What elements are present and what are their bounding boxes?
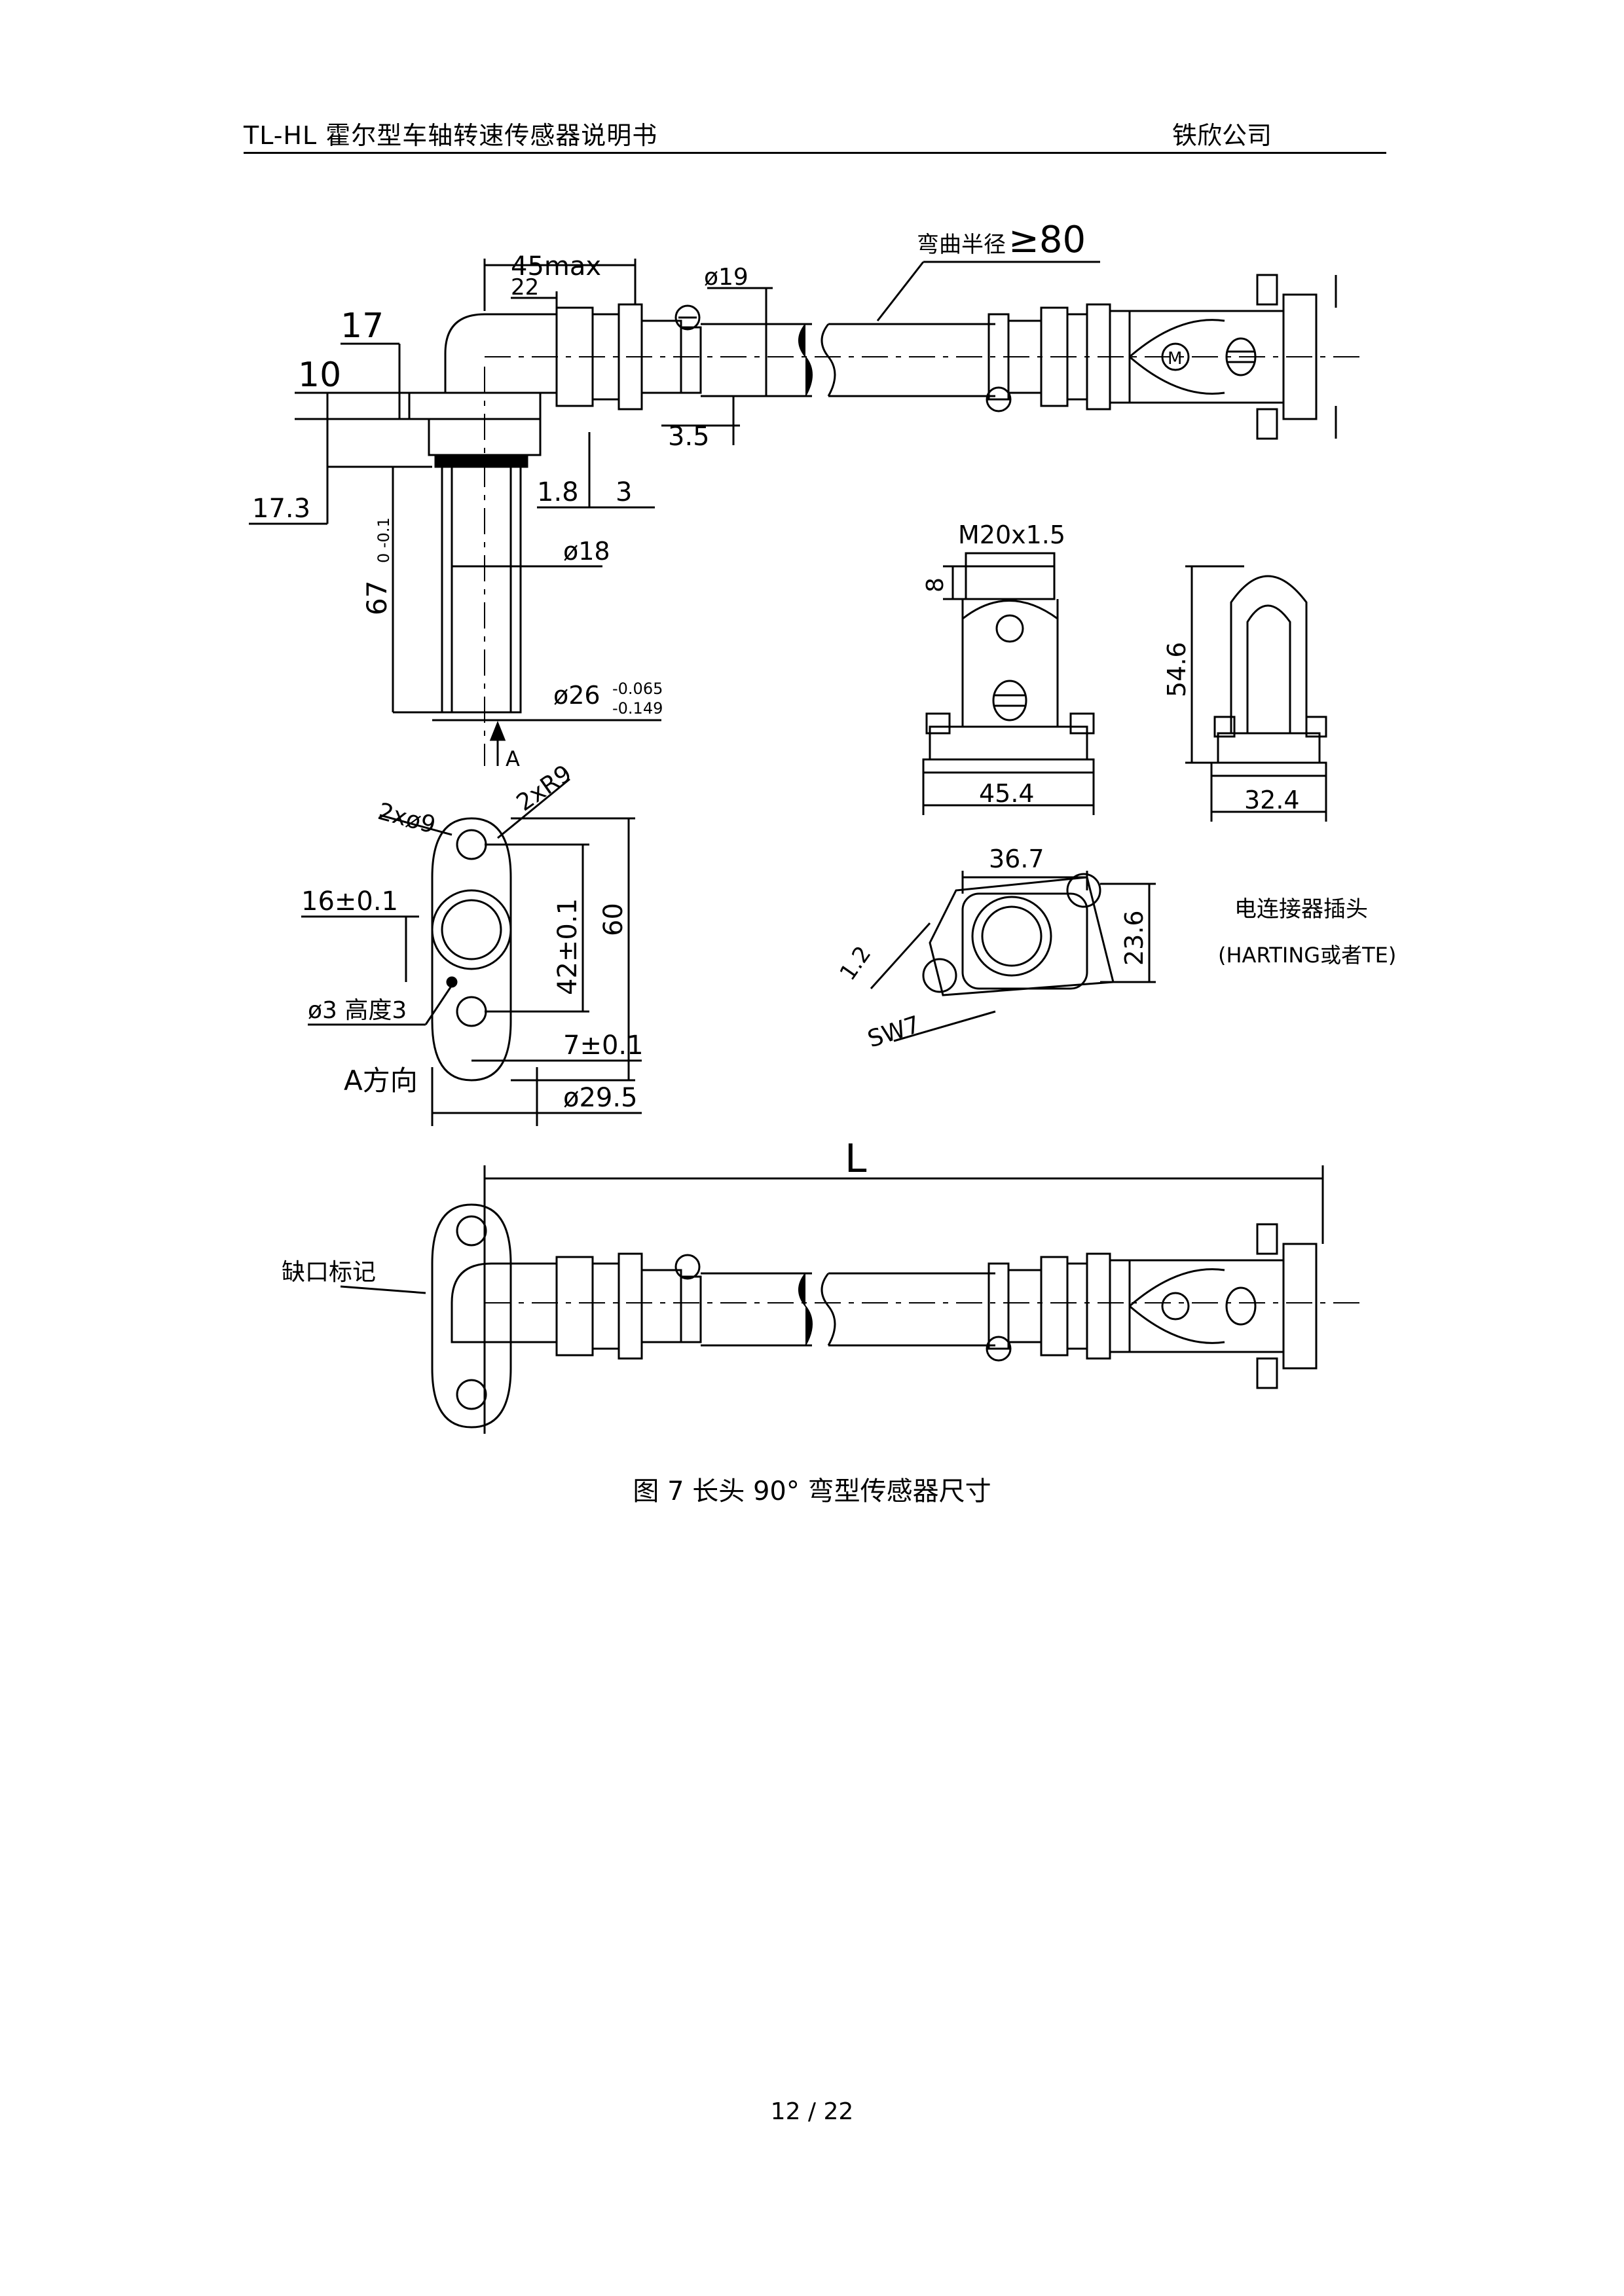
dim-36-7: 36.7 — [989, 845, 1044, 873]
dim-2x-r9: 2xR9 — [512, 760, 577, 816]
arrow-a-label: A — [506, 746, 520, 771]
header-rule — [244, 152, 1386, 154]
svg-text:M: M — [1168, 349, 1182, 369]
flange-view-a — [301, 778, 642, 1126]
connector-front-view — [922, 552, 1095, 815]
dim-42: 42±0.1 — [553, 898, 583, 995]
dim-phi18: ø18 — [563, 537, 610, 566]
dim-17-3: 17.3 — [252, 494, 310, 524]
thread-m20: M20x1.5 — [958, 520, 1065, 549]
dim-3: 3 — [616, 477, 632, 507]
page-number: 12 / 22 — [770, 2098, 854, 2125]
notch-mark-label: 缺口标记 — [282, 1259, 376, 1286]
dim-10: 10 — [298, 355, 341, 395]
dim-7: 7±0.1 — [563, 1030, 644, 1061]
connector-type: (HARTING或者TE) — [1218, 943, 1396, 968]
dim-45max: 45max — [511, 251, 601, 282]
dim-2x-phi9: 2xø9 — [375, 798, 439, 839]
connector-label: 电连接器插头 — [1234, 896, 1368, 922]
dim-32-4: 32.4 — [1244, 786, 1300, 814]
dim-16: 16±0.1 — [301, 886, 398, 917]
dim-54-6: 54.6 — [1162, 642, 1191, 697]
view-a-label: A方向 — [344, 1065, 418, 1097]
bottom-assembly-view — [340, 1165, 1362, 1434]
wrench-sw7: SW7 — [864, 1011, 923, 1053]
dim-8: 8 — [922, 577, 949, 592]
dim-l: L — [845, 1136, 867, 1182]
header-company: 铁欣公司 — [1172, 121, 1272, 150]
dim-3-5: 3.5 — [668, 422, 710, 452]
dim-1-8: 1.8 — [537, 477, 579, 507]
bend-label: 弯曲半径 — [917, 232, 1006, 258]
dim-67: 67 — [361, 581, 393, 615]
hole-phi3: ø3 高度3 — [308, 997, 407, 1024]
dim-23-6: 23.6 — [1120, 910, 1149, 966]
dim-phi26-upper: -0.065 — [612, 680, 663, 698]
dim-phi19: ø19 — [704, 264, 748, 291]
dim-1-2: 1.2 — [835, 941, 877, 985]
top-side-view: M — [249, 259, 1362, 766]
dim-17: 17 — [341, 306, 384, 346]
figure-caption: 图 7 长头 90° 弯型传感器尺寸 — [633, 1476, 991, 1506]
header-title: TL-HL 霍尔型车轴转速传感器说明书 — [244, 121, 658, 150]
dim-67-tolerance: 0 -0.1 — [375, 517, 393, 563]
technical-drawing: M — [249, 219, 1396, 1434]
bend-value: ≥80 — [1008, 219, 1086, 261]
dim-60: 60 — [599, 903, 629, 936]
connector-side-view — [1185, 565, 1327, 822]
dim-45-4: 45.4 — [979, 779, 1035, 808]
connector-bottom-view — [870, 871, 1156, 1042]
dim-phi29-5: ø29.5 — [563, 1083, 638, 1113]
dim-phi26: ø26 — [553, 681, 600, 710]
dim-phi26-lower: -0.149 — [612, 699, 663, 718]
dim-22: 22 — [511, 274, 539, 301]
